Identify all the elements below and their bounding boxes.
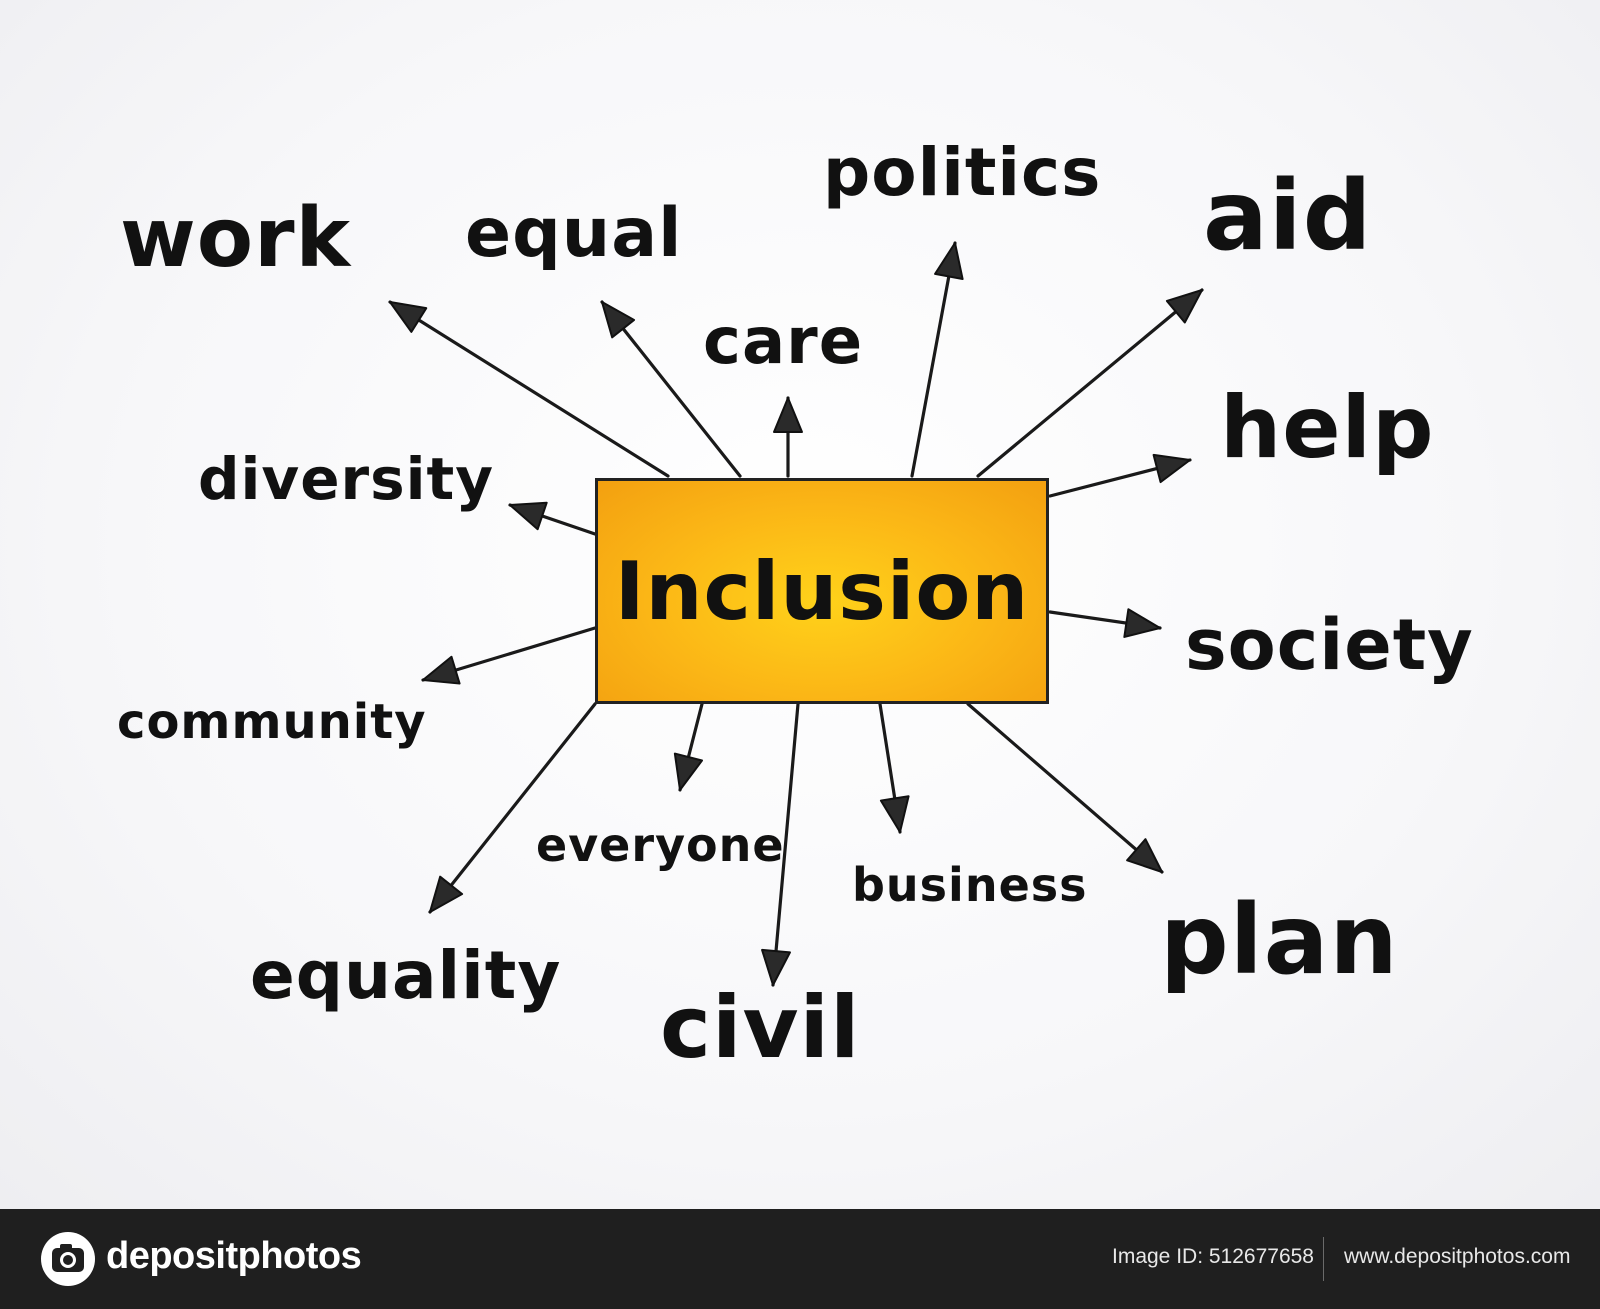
word-society: society: [1185, 604, 1474, 686]
arrow-community: [421, 626, 597, 685]
arrow-society: [1048, 608, 1162, 638]
site-url-link[interactable]: www.depositphotos.com: [1344, 1245, 1571, 1268]
mind-map: work equal care politics aid help divers…: [0, 0, 1600, 1209]
word-politics: politics: [823, 134, 1102, 211]
brand-logo-text: depositphotos: [106, 1235, 362, 1277]
word-equal: equal: [465, 194, 683, 273]
arrow-civil: [761, 702, 800, 987]
footer-bar: depositphotos Image ID: 512677658 www.de…: [0, 1209, 1600, 1309]
word-plan: plan: [1160, 884, 1399, 996]
camera-icon: [41, 1232, 95, 1286]
word-equality: equality: [250, 937, 562, 1014]
arrow-work: [388, 300, 670, 478]
arrow-help: [1048, 453, 1192, 498]
word-aid: aid: [1203, 160, 1373, 272]
word-civil: civil: [660, 978, 861, 1078]
center-label: Inclusion: [614, 544, 1030, 638]
word-community: community: [117, 694, 427, 750]
center-node: Inclusion: [595, 478, 1049, 704]
word-business: business: [852, 858, 1088, 912]
arrow-care: [773, 396, 803, 478]
word-work: work: [120, 191, 352, 286]
arrow-politics: [910, 241, 964, 478]
word-everyone: everyone: [536, 818, 785, 872]
arrow-everyone: [673, 702, 704, 792]
arrow-equality: [428, 702, 597, 914]
arrow-plan: [966, 702, 1164, 874]
arrows-layer: [388, 241, 1204, 987]
image-id-text: Image ID: 512677658: [1112, 1245, 1314, 1268]
arrow-equal: [600, 300, 742, 478]
arrow-aid: [976, 288, 1204, 478]
word-care: care: [703, 305, 864, 379]
word-diversity: diversity: [198, 445, 495, 513]
word-help: help: [1220, 378, 1435, 478]
arrow-diversity: [508, 501, 597, 536]
footer-divider: [1323, 1237, 1324, 1281]
arrow-business: [878, 702, 910, 834]
